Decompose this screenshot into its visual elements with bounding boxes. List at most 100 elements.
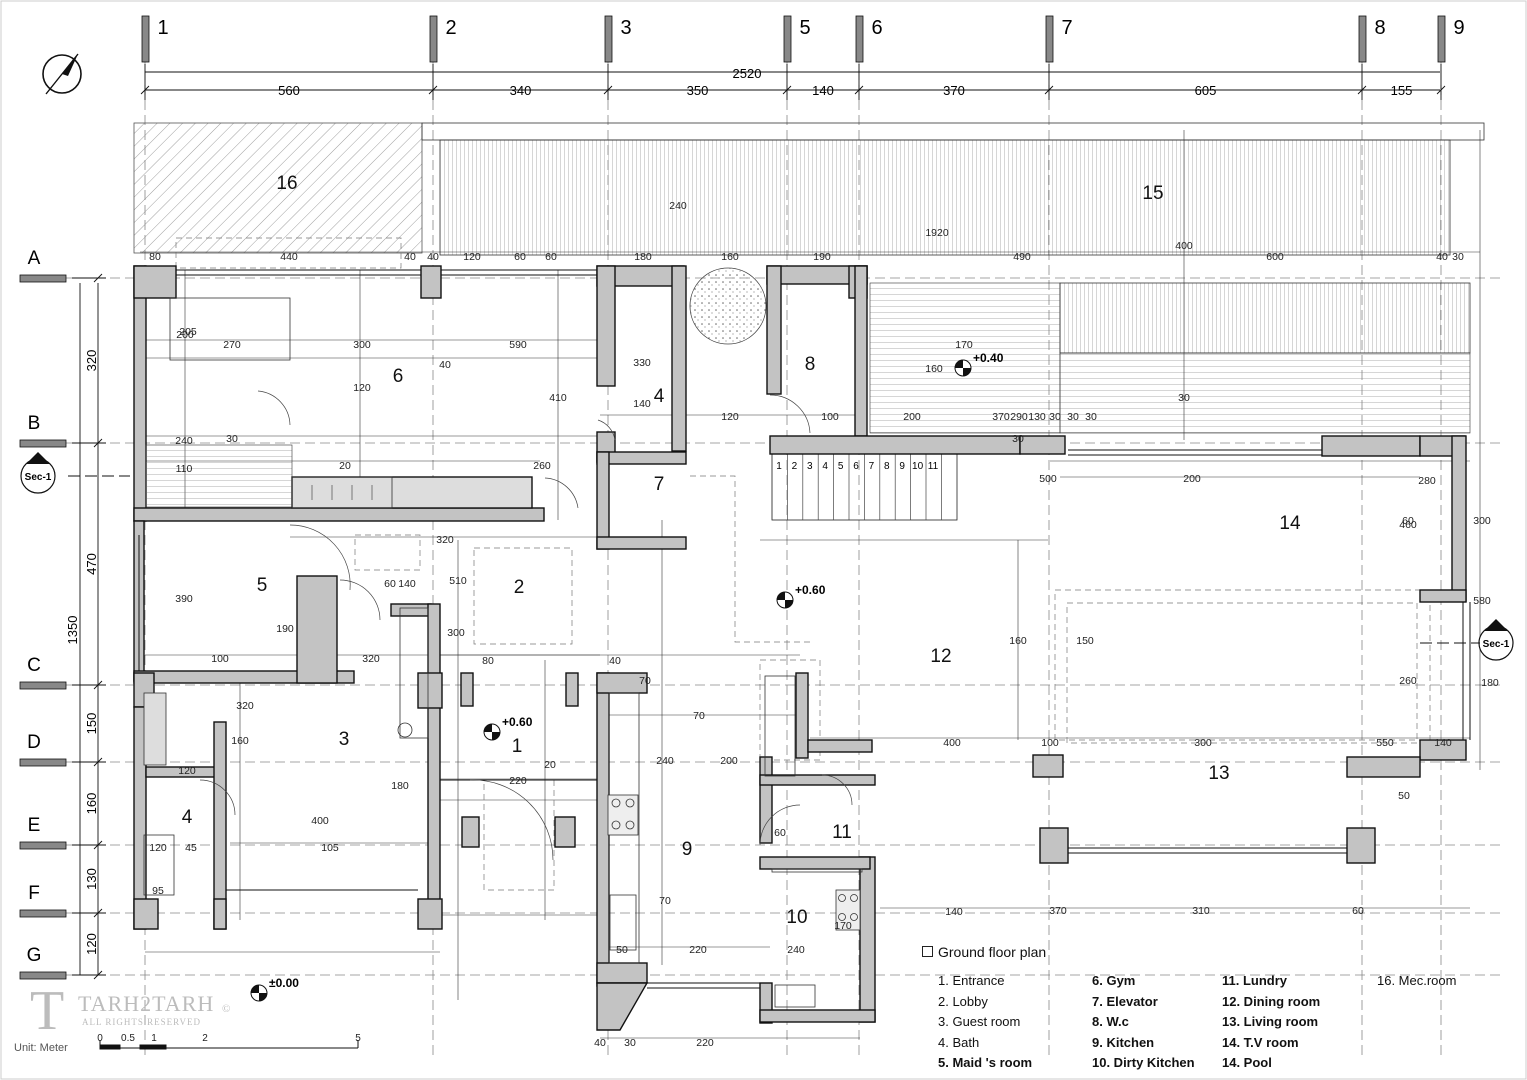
door-swings — [199, 390, 853, 861]
level-value: ±0.00 — [269, 976, 299, 990]
inner-dimension: 40 — [439, 359, 451, 371]
room-number: 2 — [514, 577, 525, 598]
legend-col-2: 6. Gym 7. Elevator 8. W.c 9. Kitchen 10.… — [1092, 971, 1195, 1074]
inner-dimension: 100 — [211, 653, 229, 665]
room-number: 4 — [182, 807, 193, 828]
inner-dimension: 320 — [236, 700, 254, 712]
row-label: E — [28, 815, 41, 836]
inner-dimension: 60 — [1352, 905, 1364, 917]
row-label: D — [27, 732, 41, 753]
legend-item: 6. Gym — [1092, 973, 1136, 988]
inner-dimension: 160 — [231, 735, 249, 747]
legend-item: 2. Lobby — [938, 993, 988, 1009]
legend-item: 12. Dining room — [1222, 993, 1321, 1009]
column-label: 3 — [620, 17, 631, 39]
inner-dimension: 40 — [609, 655, 621, 667]
inner-dimension: 300 — [353, 339, 371, 351]
inner-dimension: 370 — [992, 411, 1010, 423]
row-label: A — [28, 248, 41, 269]
legend-item: 8. W.c — [1092, 1014, 1129, 1030]
inner-dimension: 140 — [633, 398, 651, 410]
stair-step-number: 7 — [869, 461, 875, 472]
legend-item: 14. T.V room — [1222, 1034, 1299, 1050]
legend-title: Ground floor plan — [922, 944, 1046, 960]
top-dimension: 560 — [278, 83, 300, 98]
column-marker-bar — [141, 15, 150, 63]
legend-box-icon — [922, 946, 933, 957]
inner-dimension: 30 — [1085, 411, 1097, 423]
stair-step-number: 5 — [838, 461, 844, 472]
inner-dimension: 105 — [321, 842, 339, 854]
inner-dimension: 80 — [482, 655, 494, 667]
watermark-logo: T TARH2TARH ALL RIGHTS RESERVED © — [30, 980, 240, 1042]
scale-tick: 1 — [151, 1033, 157, 1044]
left-dimension: 160 — [84, 793, 99, 815]
copyright-mark: © — [222, 1003, 231, 1015]
legend-item: 14. Pool — [1222, 1055, 1272, 1071]
top-dimension: 140 — [812, 83, 834, 98]
inner-dimension: 510 — [449, 575, 467, 587]
inner-dimension: 100 — [1041, 737, 1059, 749]
inner-dimension: 60 — [1402, 515, 1414, 527]
level-marker-icon — [954, 359, 972, 377]
stair-step-number: 2 — [792, 461, 798, 472]
inner-dimension: 140 — [1434, 737, 1452, 749]
inner-dimension: 300 — [1473, 515, 1491, 527]
inner-dimension: 490 — [1013, 251, 1031, 263]
inner-dimension: 260 — [533, 460, 551, 472]
inner-dimension: 30 — [226, 433, 238, 445]
inner-dimension: 30 — [1012, 433, 1024, 445]
inner-dimension: 140 — [398, 578, 416, 590]
inner-dimension: 370 — [1049, 905, 1067, 917]
row-label: G — [27, 945, 42, 966]
column-label: 7 — [1061, 17, 1072, 39]
inner-dimension: 440 — [280, 251, 298, 263]
top-dimension: 605 — [1195, 83, 1217, 98]
room-number: 12 — [930, 646, 951, 667]
legend: Ground floor plan 1. Entrance 2. Lobby 3… — [922, 944, 1522, 1074]
inner-dimension: 30 — [1067, 411, 1079, 423]
inner-dimension: 160 — [721, 251, 739, 263]
room-number: 15 — [1142, 183, 1163, 204]
row-marker-bar — [19, 971, 67, 980]
inner-dimension: 60 — [545, 251, 557, 263]
row-marker-bar — [19, 681, 67, 690]
inner-dimension: 120 — [721, 411, 739, 423]
window-lines — [138, 269, 1471, 989]
walls — [133, 265, 1467, 1031]
left-dimension: 320 — [84, 350, 99, 372]
row-marker-bar — [19, 758, 67, 767]
left-dimension: 120 — [84, 933, 99, 955]
watermark-brand: TARH2TARH — [78, 991, 215, 1016]
inner-dimension: 580 — [1473, 595, 1491, 607]
inner-dimension: 190 — [276, 623, 294, 635]
room-number: 3 — [339, 729, 350, 750]
row-grid-lines — [20, 277, 1500, 976]
legend-col-4: 16. Mec.room — [1377, 971, 1456, 992]
inner-dimension: 200 — [1183, 473, 1201, 485]
inner-dimension: 130 — [1028, 411, 1046, 423]
row-marker-bar — [19, 841, 67, 850]
room-number: 7 — [654, 474, 665, 495]
stair-step-number: 6 — [853, 461, 859, 472]
legend-item: 4. Bath — [938, 1034, 980, 1050]
inner-dimension: 80 — [149, 251, 161, 263]
level-value: +0.40 — [973, 351, 1004, 365]
left-dimension: 150 — [84, 713, 99, 735]
stair-step-number: 3 — [807, 461, 813, 472]
column-marker-bar — [855, 15, 864, 63]
column-marker-bar — [429, 15, 438, 63]
stair-step-number: 4 — [822, 461, 828, 472]
legend-col-3: 11. Lundry 12. Dining room 13. Living ro… — [1222, 971, 1320, 1074]
stair-step-number: 11 — [928, 461, 939, 472]
section-mark-icon — [1478, 619, 1514, 661]
scale-tick: 5 — [355, 1033, 361, 1044]
scale-tick: 2 — [202, 1033, 208, 1044]
inner-dimension: 300 — [1194, 737, 1212, 749]
top-dimension: 350 — [687, 83, 709, 98]
inner-dimension: 150 — [1076, 635, 1094, 647]
inner-dimension: 310 — [1192, 905, 1210, 917]
inner-dimension: 205 — [179, 326, 197, 338]
inner-dimension: 320 — [362, 653, 380, 665]
inner-dimension: 220 — [509, 775, 527, 787]
